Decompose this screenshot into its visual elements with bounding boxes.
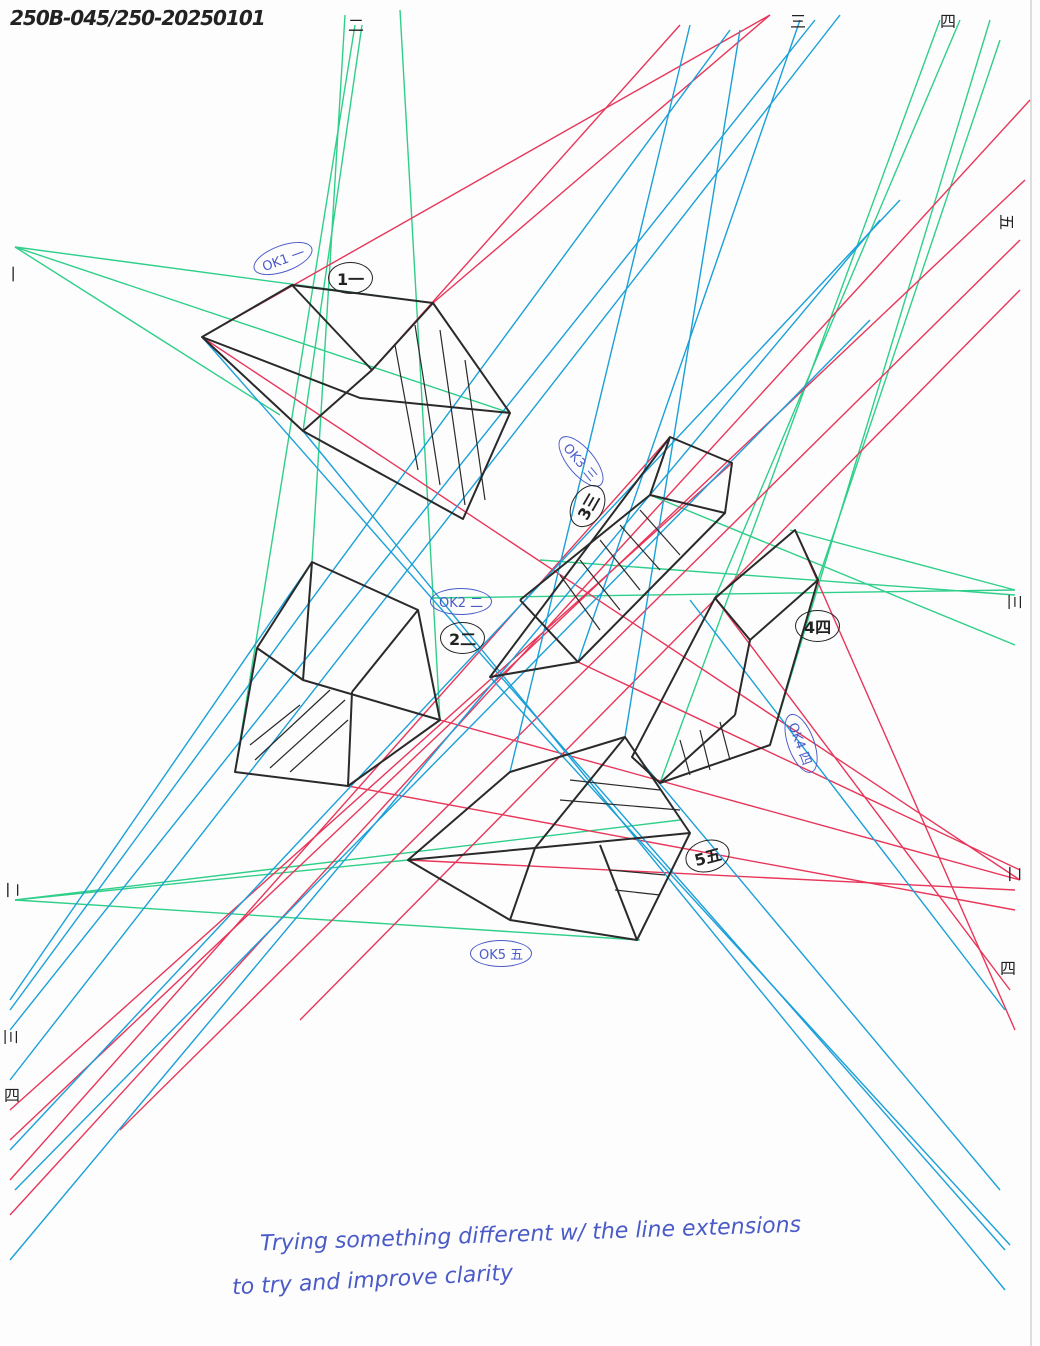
ok5-label: OK5 五 <box>470 940 533 967</box>
blue-extension-lines <box>9 14 1011 1291</box>
box1-label: 1一 <box>328 262 374 294</box>
vp-mark-left-4: 四 <box>4 1086 21 1105</box>
box-1 <box>201 284 511 520</box>
vp-mark-top-3: 四 <box>940 12 957 31</box>
box-4 <box>631 529 819 784</box>
ok2-label: OK2 二 <box>430 588 493 615</box>
red-extension-lines <box>9 14 1031 1216</box>
box2-label: 2二 <box>440 622 486 654</box>
vp-mark-right-3: 二 <box>1005 865 1025 883</box>
sheet-code: 250B-045/250-20250101 <box>10 6 266 30</box>
scan-edge <box>1030 0 1032 1346</box>
vp-mark-left-1: 一 <box>3 265 23 283</box>
vp-mark-right-4: 四 <box>1000 959 1017 978</box>
box-5 <box>407 736 691 941</box>
vp-mark-right-1: 五 <box>997 213 1017 231</box>
vp-mark-left-3: 三 <box>1 1028 21 1046</box>
box4-label: 4四 <box>795 610 841 642</box>
vp-mark-top-2: 三 <box>790 12 807 31</box>
box-3 <box>489 436 733 678</box>
vp-mark-left-2: 二 <box>3 881 23 899</box>
box-2 <box>234 561 441 787</box>
vp-mark-top-1: 二 <box>348 16 365 35</box>
boxes <box>201 284 819 941</box>
vp-mark-right-2: 三 <box>1005 593 1025 611</box>
green-extension-lines <box>14 9 1016 941</box>
